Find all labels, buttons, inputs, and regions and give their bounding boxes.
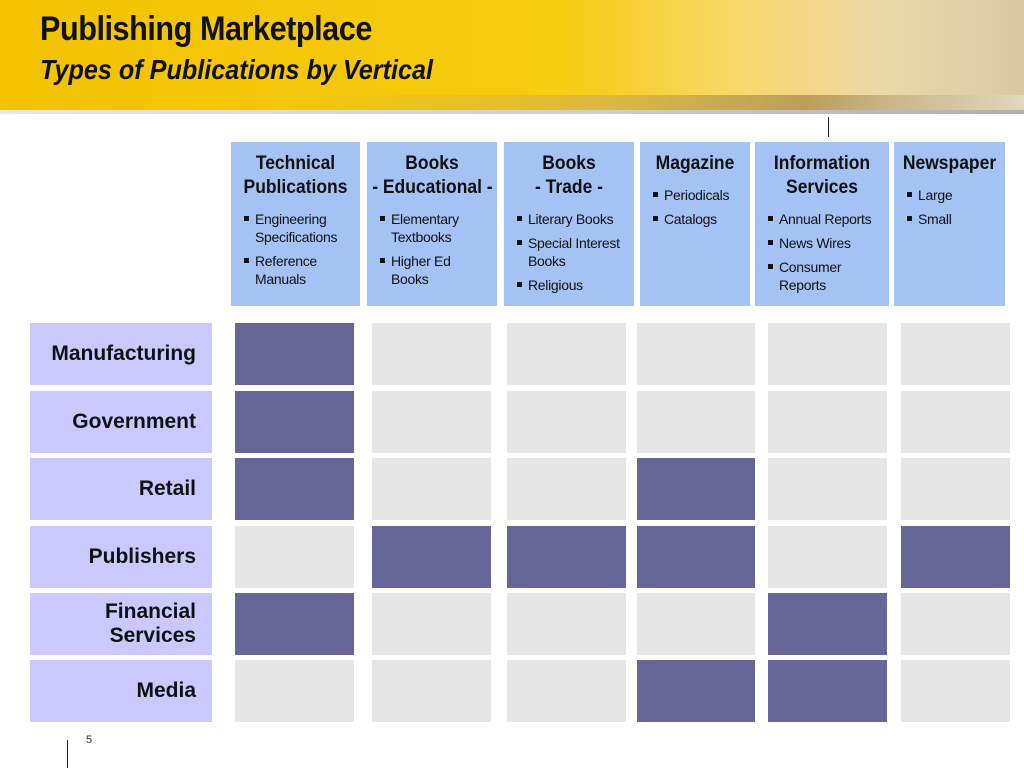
row-label-retail: Retail (30, 458, 212, 520)
matrix-cell-empty (901, 660, 1010, 722)
bottom-tick-mark (67, 740, 68, 768)
bullet-item: Annual Reports (767, 210, 879, 228)
matrix-cell-empty (901, 593, 1010, 655)
matrix-cell-empty (768, 323, 887, 385)
matrix-cell-empty (372, 660, 491, 722)
bullet-item: Periodicals (652, 186, 750, 204)
matrix-cell-empty (235, 526, 354, 588)
row-label-manufacturing: Manufacturing (30, 323, 212, 385)
matrix-cell-empty (372, 323, 491, 385)
bullet-item: Consumer Reports (767, 258, 879, 294)
column-title-line1: Newspaper (902, 153, 997, 174)
bullet-item: Reference Manuals (243, 252, 355, 288)
matrix-cell-empty (507, 458, 626, 520)
banner-divider (0, 110, 1024, 114)
column-title-line1: Information (773, 153, 871, 174)
column-title-line2: - Trade - (535, 177, 603, 198)
column-title-line1: Books (542, 153, 596, 174)
matrix-cell-filled (637, 526, 755, 588)
matrix-cell-filled (235, 593, 354, 655)
matrix-cell-filled (637, 660, 755, 722)
row-label-government: Government (30, 391, 212, 453)
matrix-cell-empty (637, 391, 755, 453)
column-title-line2: Services (786, 177, 858, 198)
column-title-line1: Books (405, 153, 459, 174)
column-title-line1: Technical (255, 153, 336, 174)
page-number: 5 (86, 734, 93, 746)
column-header-2: Books - Educational - Elementary Textbooks… (367, 142, 497, 306)
matrix-cell-filled (235, 391, 354, 453)
matrix-cell-filled (235, 458, 354, 520)
matrix-cell-filled (901, 526, 1010, 588)
matrix-cell-empty (235, 660, 354, 722)
matrix-cell-empty (372, 391, 491, 453)
row-label-publishers: Publishers (30, 526, 212, 588)
matrix-cell-filled (507, 526, 626, 588)
matrix-cell-empty (901, 323, 1010, 385)
bullet-item: Literary Books (516, 210, 628, 228)
matrix-cell-filled (235, 323, 354, 385)
matrix-cell-filled (372, 526, 491, 588)
matrix-cell-empty (637, 593, 755, 655)
row-label-media: Media (30, 660, 212, 722)
bullet-item: Special Interest Books (516, 234, 628, 270)
matrix-cell-empty (372, 458, 491, 520)
bullet-item: Engineering Specifications (243, 210, 355, 246)
matrix-cell-empty (507, 660, 626, 722)
top-tick-mark (828, 117, 829, 137)
bullet-item: Catalogs (652, 210, 750, 228)
matrix-cell-empty (768, 458, 887, 520)
matrix-cell-empty (507, 323, 626, 385)
matrix-cell-filled (637, 458, 755, 520)
column-title-line1: Magazine (655, 153, 735, 174)
bullet-item: Religious (516, 276, 628, 294)
matrix-cell-empty (768, 526, 887, 588)
matrix-cell-empty (637, 323, 755, 385)
matrix-cell-filled (768, 660, 887, 722)
slide-title: Publishing Marketplace (40, 10, 372, 48)
title-banner (0, 0, 1024, 112)
matrix-cell-filled (768, 593, 887, 655)
bullet-item: Elementary Textbooks (379, 210, 491, 246)
matrix-cell-empty (507, 593, 626, 655)
bullet-item: News Wires (767, 234, 879, 252)
bullet-item: Large (906, 186, 1005, 204)
matrix-cell-empty (901, 458, 1010, 520)
matrix-cell-empty (372, 593, 491, 655)
bullet-item: Higher Ed Books (379, 252, 491, 288)
column-title-line2: Publications (243, 177, 348, 198)
row-label-financial-services: Financial Services (30, 593, 212, 655)
matrix-cell-empty (901, 391, 1010, 453)
matrix-cell-empty (507, 391, 626, 453)
slide-subtitle: Types of Publications by Vertical (40, 54, 434, 85)
bullet-item: Small (906, 210, 1005, 228)
column-title-line2: - Educational - (372, 177, 493, 198)
matrix-cell-empty (768, 391, 887, 453)
